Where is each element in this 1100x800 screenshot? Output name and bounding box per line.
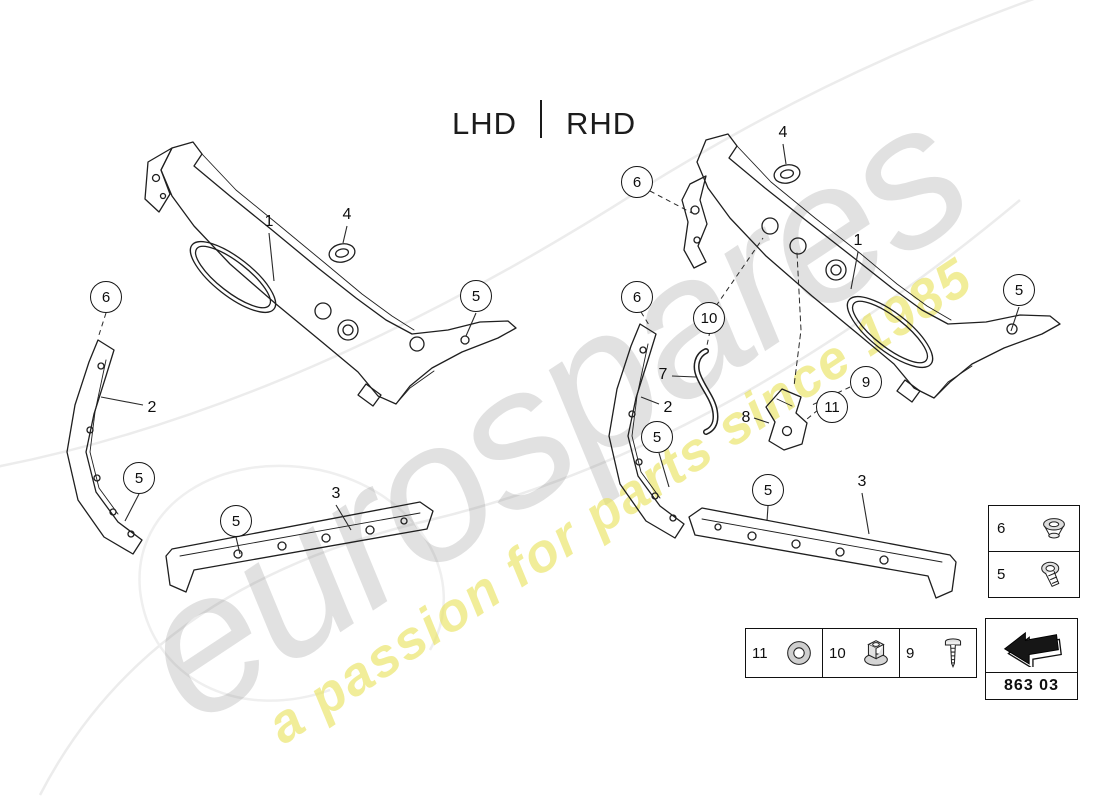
callout-rhd-8[interactable]: 8 bbox=[741, 409, 751, 426]
callout-rhd-2[interactable]: 2 bbox=[663, 399, 673, 416]
callout-rhd-6[interactable]: 6 bbox=[621, 281, 653, 313]
callout-lhd-2[interactable]: 2 bbox=[147, 399, 157, 416]
rhd-clamp-bracket bbox=[765, 388, 808, 451]
callout-lhd-5[interactable]: 5 bbox=[460, 280, 492, 312]
legend-item-10[interactable]: 10 bbox=[822, 629, 899, 677]
callout-rhd-11[interactable]: 11 bbox=[816, 391, 848, 423]
direction-arrow-icon bbox=[1003, 631, 1062, 667]
rhd-drain-hose bbox=[693, 348, 719, 435]
rhd-cover-cap bbox=[773, 164, 801, 184]
legend-item-5[interactable]: 5 bbox=[989, 551, 1079, 597]
legend-number: 5 bbox=[997, 566, 1006, 583]
callout-rhd-5[interactable]: 5 bbox=[641, 421, 673, 453]
leader-lines bbox=[97, 143, 1020, 555]
callout-rhd-6[interactable]: 6 bbox=[621, 166, 653, 198]
part-code-icon-area bbox=[986, 619, 1077, 672]
callout-rhd-5[interactable]: 5 bbox=[1003, 274, 1035, 306]
part-code: 863 03 bbox=[986, 672, 1077, 699]
callout-lhd-5[interactable]: 5 bbox=[220, 505, 252, 537]
legend-number: 11 bbox=[752, 644, 768, 662]
lhd-cover-cap bbox=[328, 243, 356, 263]
callout-rhd-10[interactable]: 10 bbox=[693, 302, 725, 334]
legend-number: 6 bbox=[997, 520, 1006, 537]
callout-rhd-1[interactable]: 1 bbox=[853, 232, 863, 249]
callout-rhd-9[interactable]: 9 bbox=[850, 366, 882, 398]
callout-rhd-3[interactable]: 3 bbox=[857, 473, 867, 490]
callout-lhd-6[interactable]: 6 bbox=[90, 281, 122, 313]
flange-nut-icon bbox=[864, 640, 888, 666]
torx-screw-icon bbox=[1041, 561, 1060, 587]
callout-rhd-4[interactable]: 4 bbox=[778, 124, 788, 141]
legend-item-11[interactable]: 11 bbox=[746, 629, 822, 677]
callout-lhd-4[interactable]: 4 bbox=[342, 206, 352, 223]
callout-lhd-3[interactable]: 3 bbox=[331, 485, 341, 502]
rhd-label: RHD bbox=[566, 106, 637, 141]
legend-right-column: 6 5 bbox=[988, 505, 1080, 598]
screw-icon bbox=[944, 638, 962, 669]
washer-icon bbox=[787, 641, 811, 665]
header-divider bbox=[540, 100, 542, 138]
callout-lhd-1[interactable]: 1 bbox=[264, 213, 274, 230]
lhd-label: LHD bbox=[452, 106, 518, 141]
legend-number: 10 bbox=[829, 644, 846, 662]
callout-rhd-5[interactable]: 5 bbox=[752, 474, 784, 506]
rhd-cowl-panel bbox=[681, 133, 1061, 403]
part-code-box: 863 03 bbox=[985, 618, 1078, 700]
legend-number: 9 bbox=[906, 644, 915, 662]
lhd-cowl-panel bbox=[144, 141, 517, 407]
legend-item-6[interactable]: 6 bbox=[989, 506, 1079, 551]
legend-bottom-row: 11 10 9 bbox=[745, 628, 977, 678]
legend-item-9[interactable]: 9 bbox=[899, 629, 976, 677]
clip-icon bbox=[1043, 517, 1065, 538]
callout-lhd-5[interactable]: 5 bbox=[123, 462, 155, 494]
callout-rhd-7[interactable]: 7 bbox=[658, 366, 668, 383]
